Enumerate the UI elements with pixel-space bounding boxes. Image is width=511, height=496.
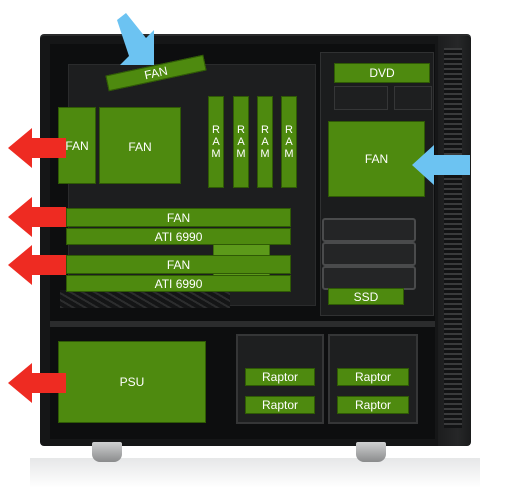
front-fan-intake-arrow-icon (412, 145, 470, 185)
gpu1-fan-label: FAN (166, 210, 191, 225)
bay-slot (394, 86, 432, 110)
case-foot-right (356, 442, 386, 462)
bay-slot (334, 86, 388, 110)
raptor-drive-3: Raptor (245, 396, 315, 414)
gpu1: ATI 6990 (66, 228, 291, 245)
rear-fan-label: FAN (65, 138, 89, 153)
ram-label: R A M (284, 124, 294, 160)
gpu1-label: ATI 6990 (154, 229, 203, 244)
front-fan: FAN (328, 121, 425, 197)
raptor-drive-1: Raptor (245, 368, 315, 386)
gpu2-fan: FAN (66, 255, 291, 274)
drive-sled (322, 218, 416, 242)
cpu-cooler: FAN (99, 107, 270, 280)
cpu-fan-label: FAN (128, 140, 152, 154)
raptor-label: Raptor (261, 370, 299, 384)
gpu2-exhaust-arrow-icon (8, 245, 66, 285)
ram-stick-3: R A M (257, 96, 273, 188)
psu: PSU (58, 341, 206, 423)
drive-sled (322, 242, 416, 266)
dvd-drive: DVD (334, 63, 430, 83)
rear-fan-exhaust-arrow-icon (8, 128, 66, 168)
case-foot-left (92, 442, 122, 462)
gpu2-label: ATI 6990 (154, 276, 203, 291)
ram-stick-1: R A M (208, 96, 224, 188)
ram-stick-2: R A M (233, 96, 249, 188)
ssd: SSD (328, 288, 404, 305)
raptor-label: Raptor (354, 398, 392, 412)
psu-exhaust-arrow-icon (8, 363, 66, 403)
raptor-label: Raptor (354, 370, 392, 384)
raptor-drive-4: Raptor (337, 396, 409, 414)
top-fan-intake-arrow-icon (117, 13, 154, 65)
drive-sled (322, 266, 416, 290)
ram-stick-4: R A M (281, 96, 297, 188)
ssd-label: SSD (353, 289, 379, 304)
raptor-drive-2: Raptor (337, 368, 409, 386)
psu-shroud-divider (50, 321, 435, 327)
gpu1-fan: FAN (66, 208, 291, 227)
floor-reflection (30, 458, 480, 488)
ram-label: R A M (236, 124, 246, 160)
front-vent (444, 48, 462, 428)
gpu2: ATI 6990 (66, 275, 291, 292)
dvd-label: DVD (369, 66, 395, 80)
front-fan-label: FAN (364, 152, 389, 166)
gpu2-fan-label: FAN (166, 257, 191, 272)
cables (60, 290, 230, 308)
ram-label: R A M (260, 124, 270, 160)
raptor-label: Raptor (261, 398, 299, 412)
gpu1-exhaust-arrow-icon (8, 197, 66, 237)
ram-label: R A M (211, 124, 221, 160)
psu-label: PSU (119, 375, 145, 389)
